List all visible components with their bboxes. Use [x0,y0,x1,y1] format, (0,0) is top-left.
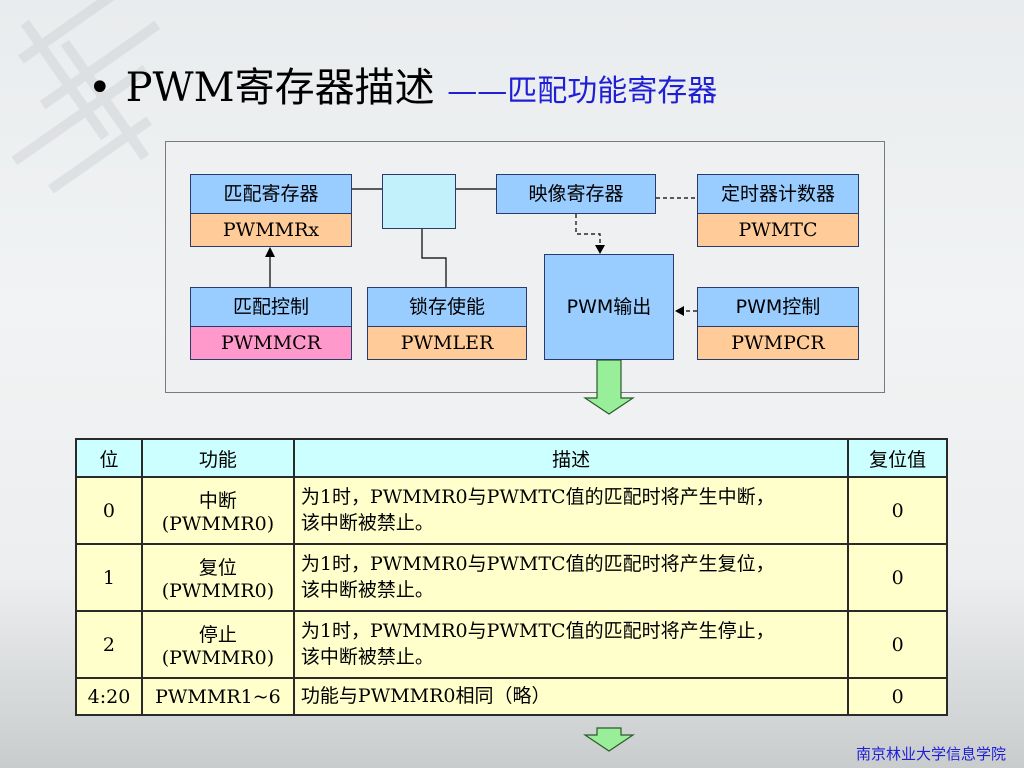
slide-title: • PWM寄存器描述 ——匹配功能寄存器 [88,55,717,113]
match-register-name: PWMMRx [190,213,352,247]
flow-arrow-down [583,359,635,415]
cell-bit: 0 [75,476,143,545]
pwm-output-box: PWM输出 [544,254,674,360]
cell-reset: 0 [847,476,948,545]
header-reset-value: 复位值 [847,438,948,478]
table-row: 4:20 PWMMR1~6 功能与PWMMR0相同（略） 0 [75,677,948,716]
cell-reset: 0 [847,677,948,716]
latch-enable-label: 锁存使能 [408,295,485,318]
timer-counter-box: 定时器计数器 [697,174,859,214]
footer-institution: 南京林业大学信息学院 [855,745,1006,763]
cell-description: 为1时，PWMMR0与PWMTC值的匹配时将产生停止，该中断被禁止。 [292,610,850,679]
shadow-register-label: 映像寄存器 [528,182,624,205]
cell-function: 中断(PWMMR0) [140,476,295,545]
line-latch-to-switch [421,222,447,287]
table-row: 1 复位(PWMMR0) 为1时，PWMMR0与PWMTC值的匹配时将产生复位，… [75,543,948,612]
flow-arrow-down-bottom [583,727,635,752]
cell-function: PWMMR1~6 [140,677,295,716]
latch-enable-name: PWMLER [367,326,527,360]
title-bullet: • [88,65,112,111]
cell-description: 为1时，PWMMR0与PWMTC值的匹配时将产生中断，该中断被禁止。 [292,476,850,545]
match-control-name: PWMMCR [190,326,352,360]
cell-bit: 4:20 [75,677,143,716]
arrowhead-shadow-to-output [595,245,605,254]
latch-switch-box [382,174,456,229]
table-row: 2 停止(PWMMR0) 为1时，PWMMR0与PWMTC值的匹配时将产生停止，… [75,610,948,679]
cell-reset: 0 [847,543,948,612]
cell-reset: 0 [847,610,948,679]
pwm-control-name: PWMPCR [697,326,859,360]
latch-enable-box: 锁存使能 [367,287,527,327]
match-control-label: 匹配控制 [232,295,309,318]
match-register-label: 匹配寄存器 [223,182,319,205]
table-header-row: 位 功能 描述 复位值 [75,438,948,478]
pwm-control-label: PWM控制 [735,295,821,318]
pwm-output-label: PWM输出 [566,295,652,318]
cell-description: 为1时，PWMMR0与PWMTC值的匹配时将产生复位，该中断被禁止。 [292,543,850,612]
cell-function: 停止(PWMMR0) [140,610,295,679]
timer-counter-label: 定时器计数器 [720,182,835,205]
pwm-control-box: PWM控制 [697,287,859,327]
header-bit: 位 [75,438,143,478]
match-control-box: 匹配控制 [190,287,352,327]
title-main: PWM寄存器描述 [125,65,435,111]
line-shadow-to-output [575,214,601,246]
cell-description: 功能与PWMMR0相同（略） [292,677,850,716]
title-subtitle: 匹配功能寄存器 [507,74,718,109]
register-table: 位 功能 描述 复位值 0 中断(PWMMR0) 为1时，PWMMR0与PWMT… [75,438,948,716]
cell-bit: 2 [75,610,143,679]
arrowhead-ctrl-to-output [675,306,684,316]
header-description: 描述 [292,438,850,478]
arrowhead-ctrl-to-match [265,247,275,257]
timer-counter-name: PWMTC [697,213,859,247]
table-row: 0 中断(PWMMR0) 为1时，PWMMR0与PWMTC值的匹配时将产生中断，… [75,476,948,545]
title-dash: —— [447,74,508,109]
cell-bit: 1 [75,543,143,612]
match-register-box: 匹配寄存器 [190,174,352,214]
header-function: 功能 [140,438,295,478]
cell-function: 复位(PWMMR0) [140,543,295,612]
shadow-register-box: 映像寄存器 [496,174,656,214]
